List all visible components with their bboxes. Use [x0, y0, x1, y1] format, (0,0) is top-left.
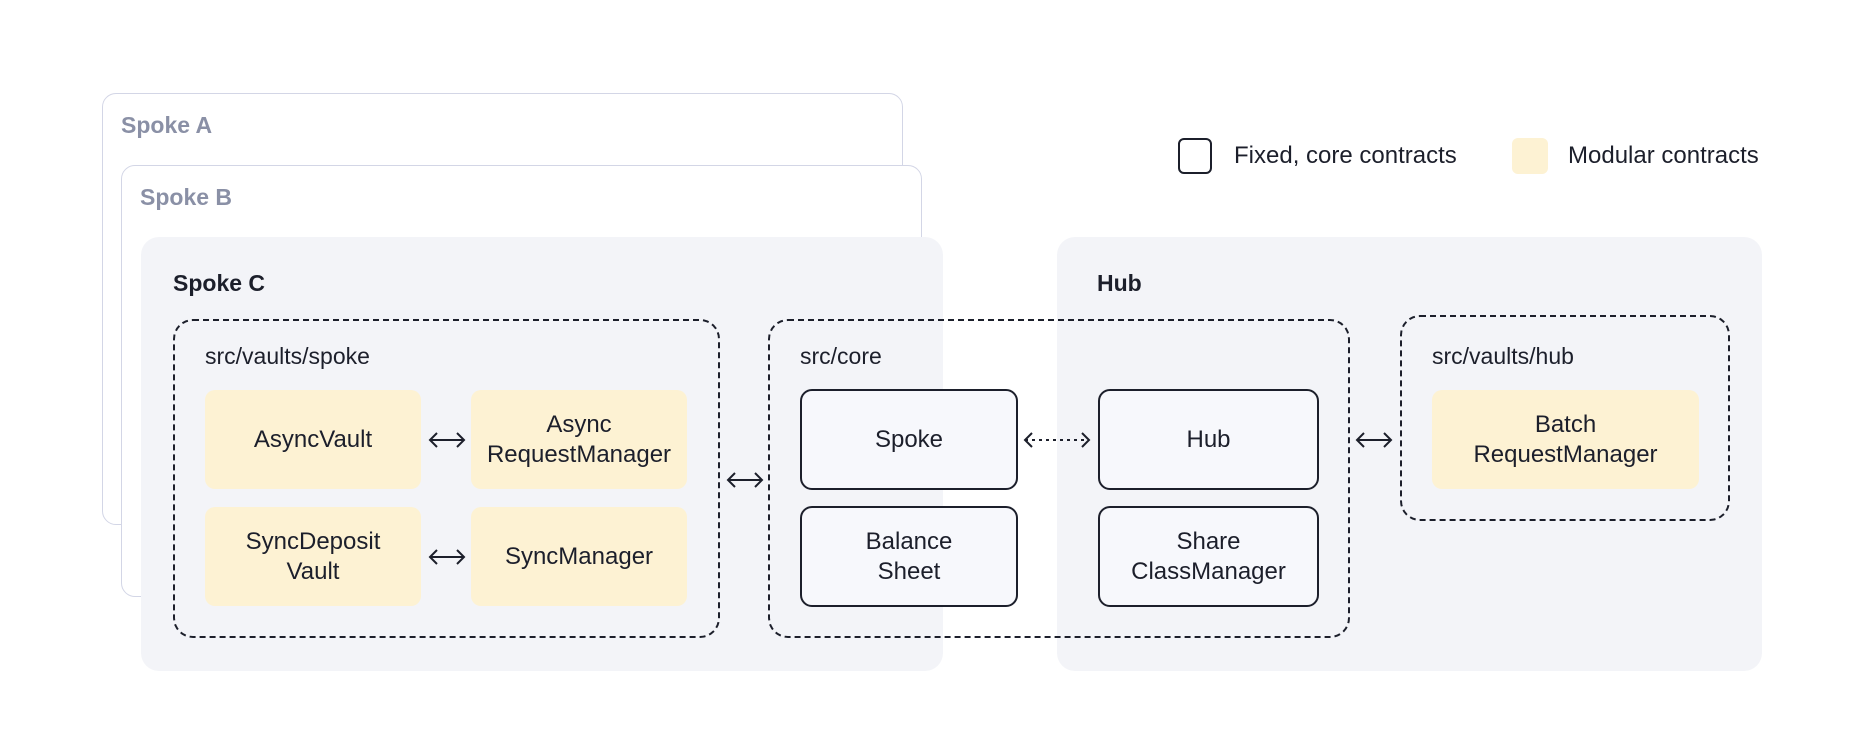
contract-batch-request-manager: Batch RequestManager: [1432, 390, 1699, 489]
group-core: [768, 319, 1350, 638]
contract-sync-deposit-vault: SyncDeposit Vault: [205, 507, 421, 606]
spoke-c-label: Spoke C: [173, 270, 266, 296]
arrow-spoke-to-hub-dashed: [1023, 432, 1091, 448]
group-vaults-hub: [1400, 315, 1730, 521]
contract-async-vault: AsyncVault: [205, 390, 421, 489]
legend-modular-swatch: [1512, 138, 1548, 174]
legend-fixed-swatch: [1178, 138, 1212, 174]
group-vaults-spoke: [173, 319, 720, 638]
contract-sync-manager: SyncManager: [471, 507, 687, 606]
legend-fixed-label: Fixed, core contracts: [1234, 142, 1457, 169]
legend-modular-label: Modular contracts: [1568, 142, 1759, 169]
arrow-sync-deposit-vault-to-sync-manager: [428, 549, 466, 565]
contract-async-request-manager: Async RequestManager: [471, 390, 687, 489]
arrow-async-vault-to-request-manager: [428, 432, 466, 448]
contract-share-class-manager: Share ClassManager: [1098, 506, 1319, 607]
group-vaults-hub-title: src/vaults/hub: [1432, 343, 1574, 369]
group-core-title: src/core: [800, 343, 882, 369]
hub-label: Hub: [1097, 270, 1142, 296]
contract-spoke: Spoke: [800, 389, 1018, 490]
contract-hub: Hub: [1098, 389, 1319, 490]
spoke-b-label: Spoke B: [140, 184, 233, 210]
contract-balance-sheet: Balance Sheet: [800, 506, 1018, 607]
spoke-a-label: Spoke A: [121, 112, 213, 138]
arrow-vaults-spoke-to-core: [726, 472, 764, 488]
arrow-core-to-vaults-hub: [1355, 432, 1393, 448]
group-vaults-spoke-title: src/vaults/spoke: [205, 343, 370, 369]
